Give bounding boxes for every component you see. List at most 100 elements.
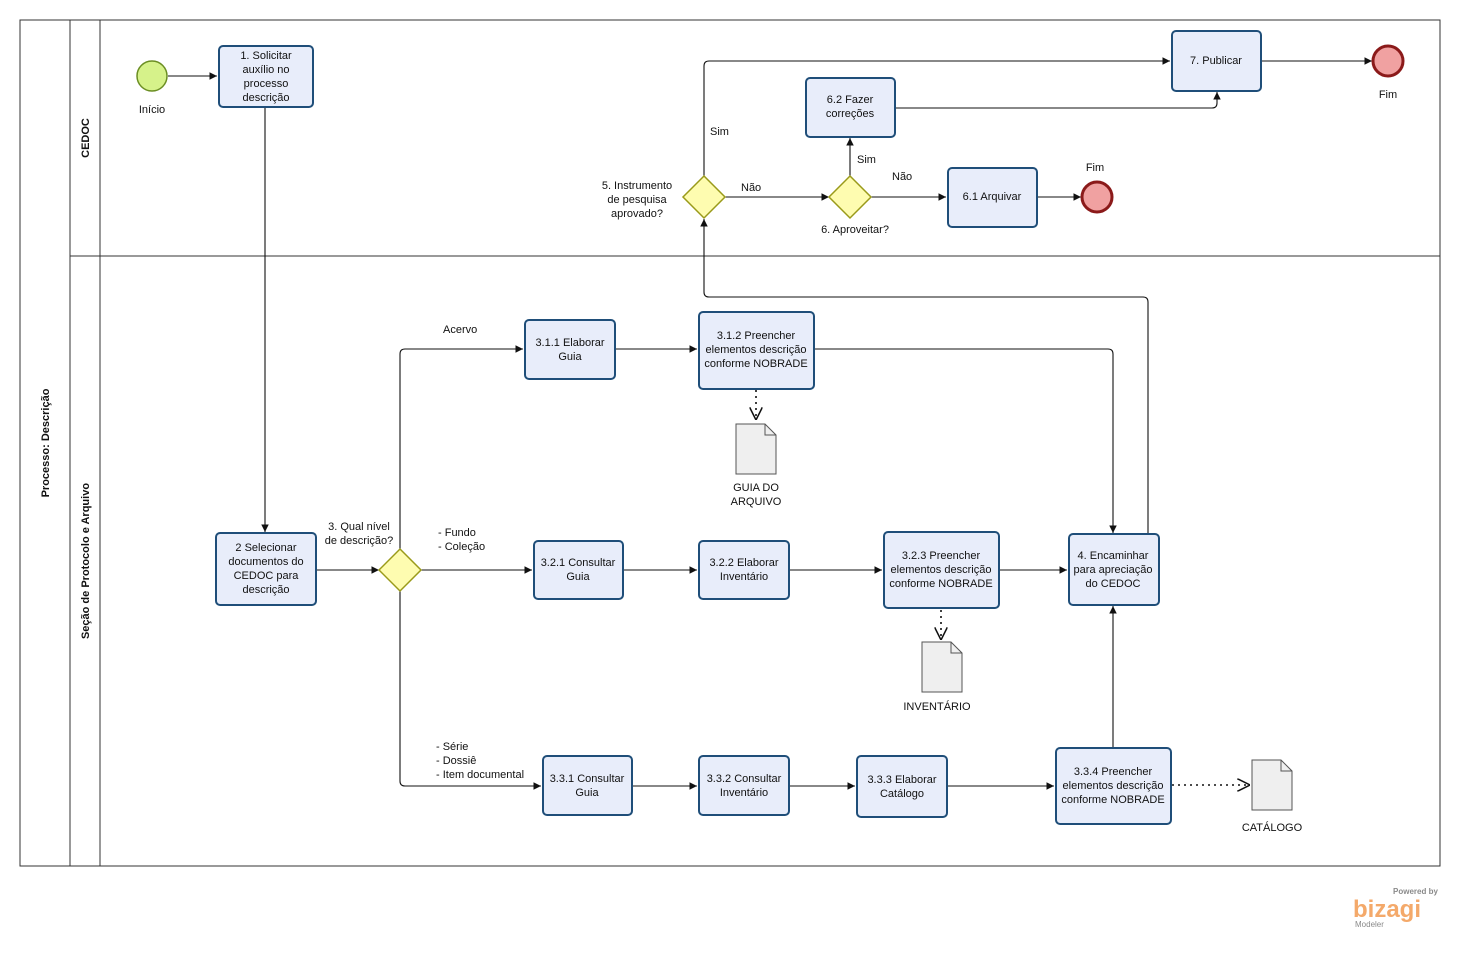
svg-text:- Fundo- Coleção: - Fundo - Coleção — [438, 527, 485, 553]
gateway-g5-label-line: de pesquisa — [607, 194, 667, 206]
pool: Processo: Descrição CEDOC Seção de Proto… — [19, 19, 1441, 867]
modeler-text: Modeler — [1355, 920, 1384, 929]
task-label-line: correções — [826, 108, 875, 120]
task-label-line: Inventário — [720, 787, 768, 799]
task-label-line: 6.1 Arquivar — [963, 191, 1022, 203]
svg-text:Sim: Sim — [710, 126, 729, 138]
task-label-line: 3.3.1 Consultar — [550, 773, 625, 785]
flow-t312-t4 — [815, 348, 1117, 533]
task-label-line: 1. Solicitar — [240, 50, 292, 62]
flow-label-acervo: Acervo — [443, 324, 477, 336]
task-label-line: descrição — [242, 584, 289, 596]
task-label-line: 3.1.1 Elaborar — [535, 337, 604, 349]
flow-g5-t7 — [703, 57, 1170, 176]
task-label-line: descrição — [242, 92, 289, 104]
flow-g3-t331 — [399, 591, 541, 790]
document-inventario: INVENTÁRIO — [903, 641, 971, 713]
flow-g3-t311 — [399, 345, 523, 549]
task-label-line: elementos descrição — [1063, 780, 1164, 792]
task-312-preencher: 3.1.2 Preencher elementos descrição confor… — [698, 311, 815, 390]
gateway-g3-label-line: 3. Qual nível — [328, 521, 390, 533]
document-label-line: ARQUIVO — [731, 496, 782, 508]
task-label-line: 3.1.2 Preencher — [717, 330, 796, 342]
task-7-publicar: 7. Publicar — [1171, 30, 1262, 92]
svg-text:Não: Não — [741, 182, 761, 194]
task-label-line: Inventário — [720, 571, 768, 583]
task-label-line: do CEDOC — [1085, 578, 1140, 590]
sequence-flows — [168, 57, 1372, 790]
flow-label-fundo: - Fundo — [438, 527, 476, 539]
start-label: Início — [139, 104, 165, 116]
task-label-line: para apreciação — [1074, 564, 1153, 576]
flow-labels: Acervo - Fundo - Coleção - Série- Dossiê-… — [436, 126, 912, 781]
pool-title: Processo: Descrição — [40, 388, 52, 497]
end-event-arquivar: Fim — [1080, 162, 1114, 214]
svg-text:Sim: Sim — [857, 154, 876, 166]
task-label-line: elementos descrição — [891, 564, 992, 576]
task-label-line: 2 Selecionar — [235, 542, 296, 554]
task-label-line: Catálogo — [880, 788, 924, 800]
task-label-line: conforme NOBRADE — [704, 358, 807, 370]
task-label-line: CEDOC para — [234, 570, 300, 582]
document-catalogo: CATÁLOGO — [1242, 759, 1303, 834]
task-label-line: 3.3.2 Consultar — [707, 773, 782, 785]
gateway-g3: 3. Qual nível de descrição? — [325, 521, 423, 593]
task-label-line: 3.2.1 Consultar — [541, 557, 616, 569]
svg-text:Acervo: Acervo — [443, 324, 477, 336]
gateway-g3-label-line: de descrição? — [325, 535, 394, 547]
flow-t62-t7 — [896, 92, 1221, 109]
flow-label-colecao: - Coleção — [438, 541, 485, 553]
lane-title-cedoc: CEDOC — [80, 118, 92, 158]
task-label-line: 3.3.3 Elaborar — [867, 774, 936, 786]
task-label-line: Guia — [558, 351, 582, 363]
flow-label-g5-nao: Não — [741, 182, 761, 194]
task-label-line: elementos descrição — [706, 344, 807, 356]
task-label-line: processo — [244, 78, 289, 90]
svg-text:- Série- Dossiê- Item document: - Série- Dossiê- Item documental — [436, 741, 524, 781]
associations — [756, 390, 1250, 785]
task-label-line: 3.2.2 Elaborar — [709, 557, 778, 569]
task-label-line: conforme NOBRADE — [889, 578, 992, 590]
task-label-line: Guia — [575, 787, 599, 799]
end-event-publicar: Fim — [1371, 44, 1405, 101]
flow-label-serie: - Série — [436, 741, 468, 753]
task-label-line: 6.2 Fazer — [827, 94, 874, 106]
start-event: Início — [136, 60, 168, 116]
task-label-line: 7. Publicar — [1190, 55, 1242, 67]
document-label-line: INVENTÁRIO — [903, 700, 971, 713]
document-label-line: GUIA DO — [733, 482, 779, 494]
task-label-line: documentos do — [228, 556, 303, 568]
end1-label: Fim — [1379, 89, 1397, 101]
svg-text:Não: Não — [892, 171, 912, 183]
bizagi-logo: Powered by bizagi Modeler — [1353, 887, 1438, 929]
task-label-line: conforme NOBRADE — [1061, 794, 1164, 806]
flow-label-item: - Item documental — [436, 769, 524, 781]
end2-label: Fim — [1086, 162, 1104, 174]
powered-by-text: Powered by — [1393, 887, 1438, 896]
flow-t4-g5 — [700, 219, 1149, 533]
task-62-fazer-correcoes: 6.2 Fazer correções — [805, 77, 896, 138]
flow-label-g6-sim: Sim — [857, 154, 876, 166]
svg-text:6. Aproveitar?: 6. Aproveitar? — [821, 224, 889, 236]
